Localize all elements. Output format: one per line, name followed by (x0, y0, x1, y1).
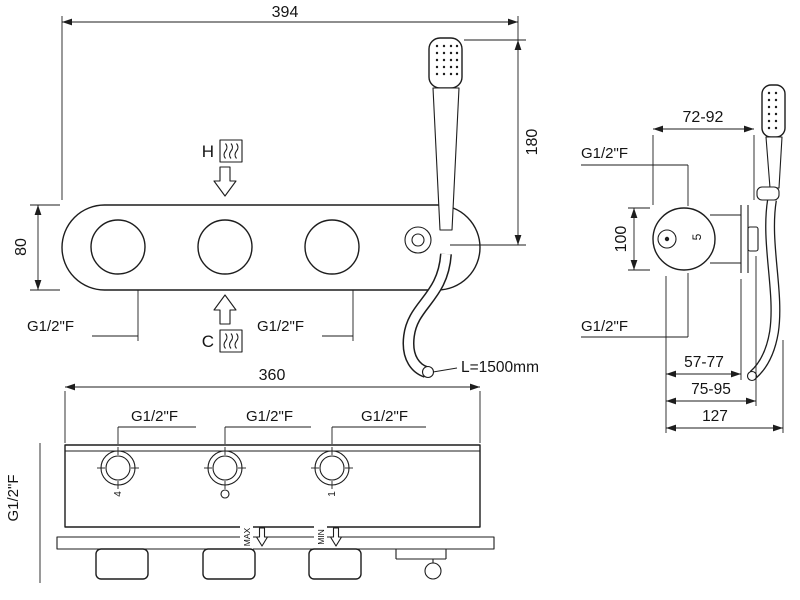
side-port-callout-bottom: G1/2"F (581, 273, 689, 338)
handshower-front (402, 37, 463, 379)
outlet-stub-1 (95, 548, 149, 580)
port-g12f-front-left-label: G1/2"F (27, 318, 74, 335)
min-flow-arrow-icon (329, 527, 343, 547)
knob3-mark: 1 (327, 491, 338, 497)
outlet-stub-2 (202, 548, 256, 580)
front-port-callout-left: G1/2"F (27, 290, 139, 341)
handshower-head-side (761, 84, 786, 138)
cold-symbol-icon (219, 329, 243, 353)
plan-port-callout-1: G1/2"F (117, 408, 196, 444)
port-g12f-plan-3-label: G1/2"F (361, 408, 408, 425)
dim-100: 100 (613, 207, 650, 271)
plan-port-callout-side: G1/2"F (5, 443, 41, 583)
handshower-handle-side (765, 136, 783, 189)
plan-valve-2 (204, 447, 246, 499)
outlet-stub-3 (308, 548, 362, 580)
handshower-holder-side (756, 186, 780, 201)
port-g12f-plan-1-label: G1/2"F (131, 408, 178, 425)
dim-360: 360 (64, 367, 481, 443)
cold-inlet-label: C (202, 332, 214, 351)
knob-2 (197, 219, 253, 275)
port-g12f-plan-2-label: G1/2"F (246, 408, 293, 425)
dim-127-label: 127 (702, 408, 728, 425)
plan-port-callout-3: G1/2"F (331, 408, 426, 444)
valve-stem (657, 229, 677, 249)
hot-inlet-label: H (202, 142, 214, 161)
dim-360-label: 360 (259, 367, 286, 384)
handshower-holder-inner (411, 233, 425, 247)
port-g12f-plan-side-label: G1/2"F (5, 474, 22, 521)
dim-394-label: 394 (272, 4, 299, 21)
cold-inlet-symbol: C (202, 294, 243, 353)
hose-outlet-fitting (395, 549, 447, 580)
mixer-body (61, 204, 481, 291)
handshower-handle (432, 87, 460, 231)
port-g12f-front-mid-label: G1/2"F (257, 318, 304, 335)
max-flow-arrow-icon (255, 527, 269, 547)
port-g12f-side-top-label: G1/2"F (581, 145, 628, 162)
valve-knob (747, 226, 759, 252)
flow-down-arrow-icon (213, 166, 237, 197)
valve-body-mark: 5 (690, 233, 704, 240)
knob-1 (90, 219, 146, 275)
dim-57-77: 57-77 (666, 279, 742, 380)
handshower-side (746, 84, 786, 382)
dim-75-95: 75-95 (666, 256, 757, 406)
dim-75-95-label: 75-95 (691, 381, 731, 398)
hose-length-label: L=1500mm (461, 359, 539, 376)
hot-inlet-symbol: H (202, 139, 243, 197)
mounting-flange (56, 536, 495, 550)
dim-shower-height-180: 180 (450, 39, 541, 246)
handshower-holder (404, 226, 432, 254)
dim-72-92: 72-92 (652, 109, 755, 205)
min-flow-mark: MIN (314, 525, 343, 549)
plan-view: 360 G1/2"F G1/2"F G1/2"F G1/2"F (5, 367, 495, 583)
hot-symbol-icon (219, 139, 243, 163)
side-view: 72-92 G1/2"F 100 5 (581, 84, 786, 433)
dim-57-77-label: 57-77 (684, 354, 724, 371)
knob-3 (304, 219, 360, 275)
plan-valve-1: 4 (97, 447, 139, 497)
dim-body-height-80: 80 (13, 204, 60, 291)
side-port-callout-top: G1/2"F (581, 145, 689, 206)
port-g12f-side-bottom-label: G1/2"F (581, 318, 628, 335)
front-port-callout-mid: G1/2"F (257, 290, 354, 341)
valve-body-side: 5 (652, 205, 759, 273)
dim-127: 127 (666, 340, 784, 433)
dim-72-92-label: 72-92 (683, 109, 724, 126)
knob2-mark-icon (220, 489, 230, 499)
hose-end-connector (421, 365, 435, 379)
manifold-body (64, 444, 481, 528)
dim-80-label: 80 (13, 238, 30, 256)
hose-length-callout: L=1500mm (432, 359, 539, 376)
escutcheon (652, 207, 716, 271)
dim-width-394: 394 (61, 4, 519, 200)
knob1-mark: 4 (113, 491, 124, 497)
dim-180-label: 180 (524, 129, 541, 156)
plan-port-callout-2: G1/2"F (224, 408, 311, 444)
max-label: MAX (242, 527, 252, 546)
front-view: 394 180 80 H (13, 4, 541, 379)
plan-valve-3: 1 (311, 447, 353, 497)
hose-end-side (746, 370, 758, 382)
dim-100-label: 100 (613, 226, 630, 253)
min-label: MIN (316, 529, 326, 545)
flow-up-arrow-icon (213, 294, 237, 325)
max-flow-mark: MAX (240, 525, 269, 549)
